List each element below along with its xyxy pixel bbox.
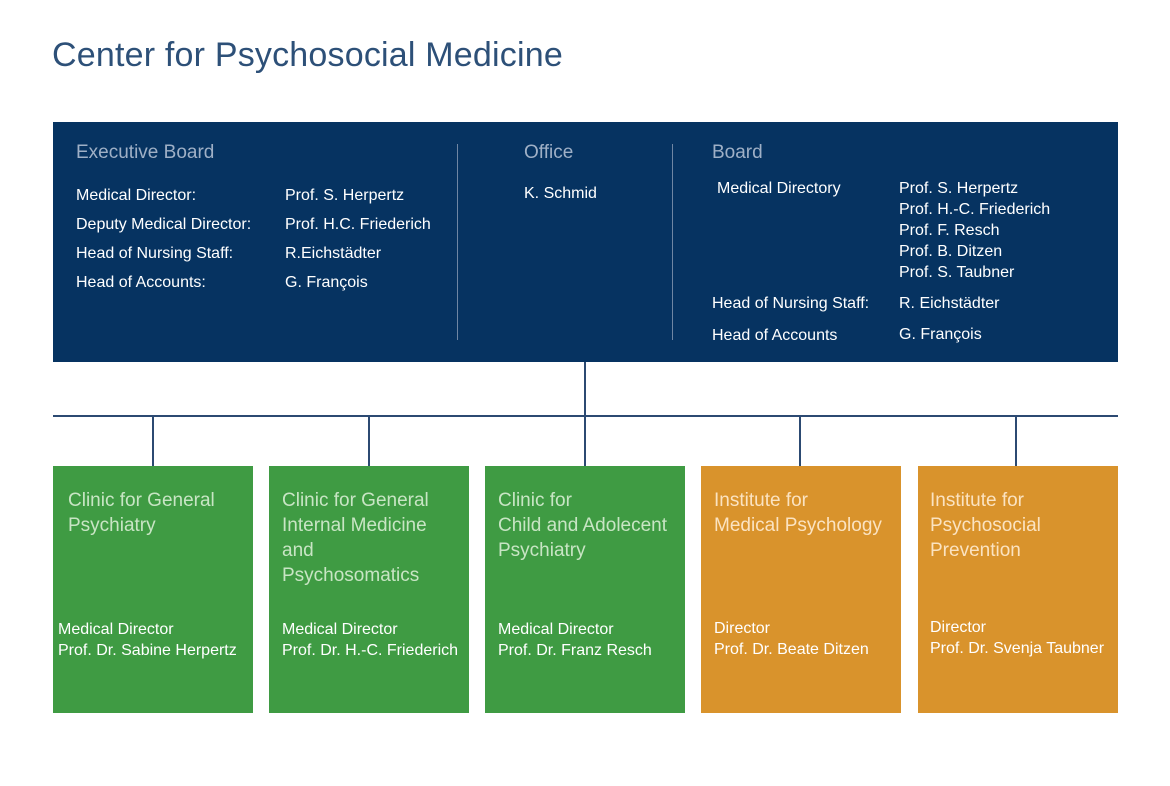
unit-title: Clinic for Child and Adolecent Psychiatr… — [498, 488, 667, 563]
executive-board-role: Medical Director: — [76, 187, 197, 204]
office-name: K. Schmid — [524, 185, 597, 202]
branch-connector — [368, 416, 370, 466]
board-nursing-label: Head of Nursing Staff: — [712, 295, 870, 312]
medical-directory-member: Prof. S. Taubner — [899, 264, 1015, 281]
unit-title-line: Psychosomatics — [282, 565, 420, 586]
unit-title-line: and — [282, 540, 314, 561]
branch-connector — [152, 416, 154, 466]
executive-board-role: Deputy Medical Director: — [76, 216, 252, 233]
unit-director-role: Director — [714, 620, 771, 637]
unit-director-role: Medical Director — [498, 621, 614, 638]
unit-director-name: Prof. Dr. Sabine Herpertz — [58, 642, 237, 659]
unit-director-role: Director — [930, 619, 987, 636]
board-nursing-name: R. Eichstädter — [899, 295, 1000, 312]
executive-board-role: Head of Accounts: — [76, 274, 206, 291]
horizontal-connector — [53, 415, 1118, 417]
unit-title-line: Psychiatry — [498, 540, 586, 561]
unit-title-line: Medical Psychology — [714, 515, 882, 536]
unit-title-line: Child and Adolecent — [498, 515, 668, 536]
unit-title-line: Clinic for General — [282, 490, 429, 511]
unit-director-name: Prof. Dr. Beate Ditzen — [714, 641, 869, 658]
board-heading: Board — [712, 142, 763, 163]
board-accounts-label: Head of Accounts — [712, 327, 838, 344]
medical-directory-member: Prof. B. Ditzen — [899, 243, 1003, 260]
unit-title-line: Clinic for General — [68, 490, 215, 511]
unit-title-line: Psychiatry — [68, 515, 156, 536]
unit-title-line: Clinic for — [498, 490, 572, 511]
executive-board-name: Prof. H.C. Friederich — [285, 216, 431, 233]
unit-director-name: Prof. Dr. Svenja Taubner — [930, 640, 1105, 657]
office-heading: Office — [524, 142, 574, 163]
executive-board-name: G. François — [285, 274, 368, 291]
medical-directory-member: Prof. H.-C. Friederich — [899, 201, 1051, 218]
section-divider — [457, 144, 458, 340]
unit-box-internal-medicine: Clinic for General Internal Medicine and… — [269, 466, 469, 713]
unit-director-name: Prof. Dr. Franz Resch — [498, 642, 652, 659]
executive-board-heading: Executive Board — [76, 142, 215, 163]
unit-title: Institute for Medical Psychology — [714, 488, 882, 538]
branch-connector — [799, 416, 801, 466]
unit-title-line: Psychosocial — [930, 515, 1041, 536]
executive-board-name: Prof. S. Herpertz — [285, 187, 405, 204]
unit-box-child-psychiatry: Clinic for Child and Adolecent Psychiatr… — [485, 466, 685, 713]
unit-box-medical-psychology: Institute for Medical Psychology Directo… — [701, 466, 901, 713]
medical-directory-member: Prof. S. Herpertz — [899, 180, 1019, 197]
board-accounts-name: G. François — [899, 326, 982, 343]
executive-board-role: Head of Nursing Staff: — [76, 245, 234, 262]
page-title: Center for Psychosocial Medicine — [52, 36, 563, 74]
medical-directory-label: Medical Directory — [717, 180, 841, 197]
leadership-panel: Executive Board Medical Director: Prof. … — [53, 122, 1118, 362]
unit-director-role: Medical Director — [282, 621, 398, 638]
section-divider — [672, 144, 673, 340]
medical-directory-member: Prof. F. Resch — [899, 222, 1000, 239]
trunk-connector — [584, 362, 586, 466]
unit-title: Clinic for General Psychiatry — [68, 488, 215, 538]
unit-title-line: Prevention — [930, 540, 1021, 561]
unit-title: Clinic for General Internal Medicine and… — [282, 488, 429, 588]
unit-title-line: Institute for — [930, 490, 1024, 511]
branch-connector — [1015, 416, 1017, 466]
unit-title-line: Institute for — [714, 490, 808, 511]
unit-box-psychosocial-prevention: Institute for Psychosocial Prevention Di… — [918, 466, 1118, 713]
unit-title: Institute for Psychosocial Prevention — [930, 488, 1041, 563]
unit-box-general-psychiatry: Clinic for General Psychiatry Medical Di… — [53, 466, 253, 713]
unit-director-name: Prof. Dr. H.-C. Friederich — [282, 642, 459, 659]
executive-board-name: R.Eichstädter — [285, 245, 382, 262]
unit-title-line: Internal Medicine — [282, 515, 427, 536]
unit-director-role: Medical Director — [58, 621, 174, 638]
